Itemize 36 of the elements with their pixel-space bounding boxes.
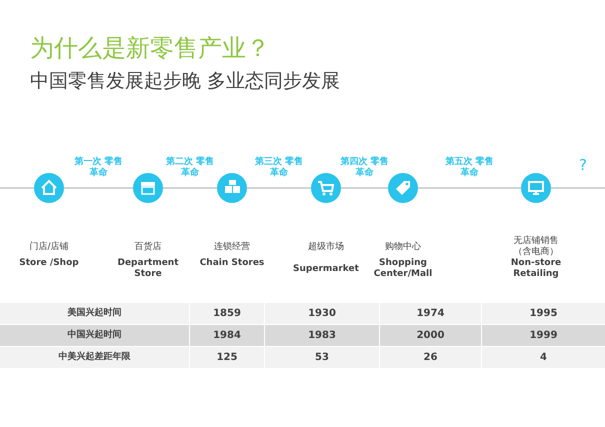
timeline-line: [247, 187, 311, 189]
stage-label: 无店铺销售（含电商）: [512, 236, 560, 258]
table-cell: 中国兴起时间: [0, 325, 189, 346]
stage-label: Store /Shop: [18, 258, 80, 269]
timeline-line: [418, 187, 521, 189]
table-cell: 1983: [265, 325, 379, 346]
table-cell: 26: [380, 347, 481, 368]
stage-label: Shopping Center/Mall: [372, 258, 434, 280]
table-cell: 2000: [380, 325, 481, 346]
table-cell: 1995: [482, 303, 605, 324]
timeline-line: [551, 187, 605, 189]
table-cell: 1999: [482, 325, 605, 346]
table-cell: 125: [190, 347, 264, 368]
stage-label: 超级市场: [307, 242, 345, 253]
table-cell: 美国兴起时间: [0, 303, 189, 324]
table-cell: 1859: [190, 303, 264, 324]
table-cell: 中美兴起差距年限: [0, 347, 189, 368]
table-cell: 53: [265, 347, 379, 368]
table-cell: 1974: [380, 303, 481, 324]
table-cell: 4: [482, 347, 605, 368]
stage-label: 连锁经营: [213, 242, 251, 253]
timeline-line: [0, 187, 34, 189]
table-cell: 1984: [190, 325, 264, 346]
title: 为什么是新零售产业？: [30, 33, 270, 64]
timeline-line: [163, 187, 217, 189]
stage-label: 门店/店铺: [28, 242, 70, 253]
timeline-line: [341, 187, 388, 189]
stage-label: Department Store: [116, 258, 180, 280]
stage-label: Chain Stores: [198, 258, 266, 269]
stage-label: Non-store Retailing: [510, 258, 562, 280]
subtitle: 中国零售发展起步晚 多业态同步发展: [30, 69, 340, 94]
stage-label: Supermarket: [292, 264, 360, 275]
stage-label: 百货店: [134, 242, 162, 253]
stage-label: 购物中心: [384, 242, 422, 253]
table-cell: 1930: [265, 303, 379, 324]
timeline-line: [64, 187, 133, 189]
